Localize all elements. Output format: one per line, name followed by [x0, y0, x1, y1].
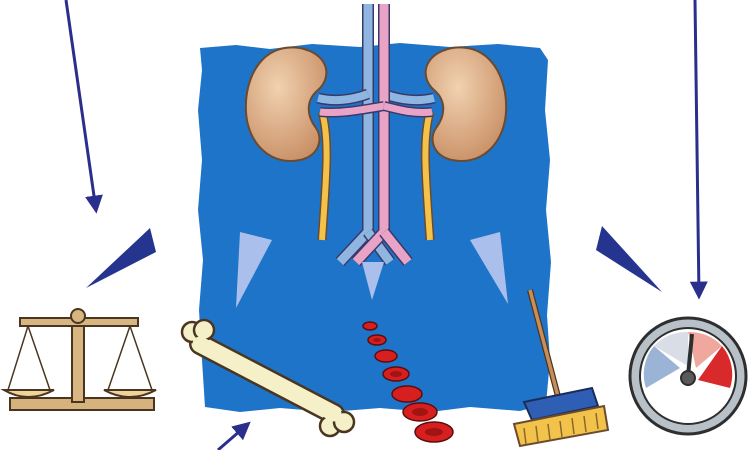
pointer-triangle-right: [596, 226, 662, 292]
pointer-triangle-left: [86, 228, 156, 288]
arrow-right: [695, 0, 699, 296]
arrow-bottom: [218, 424, 248, 450]
balance-scale-icon: [4, 309, 156, 410]
pressure-gauge-icon: [630, 318, 746, 434]
arrow-left: [66, 0, 96, 210]
